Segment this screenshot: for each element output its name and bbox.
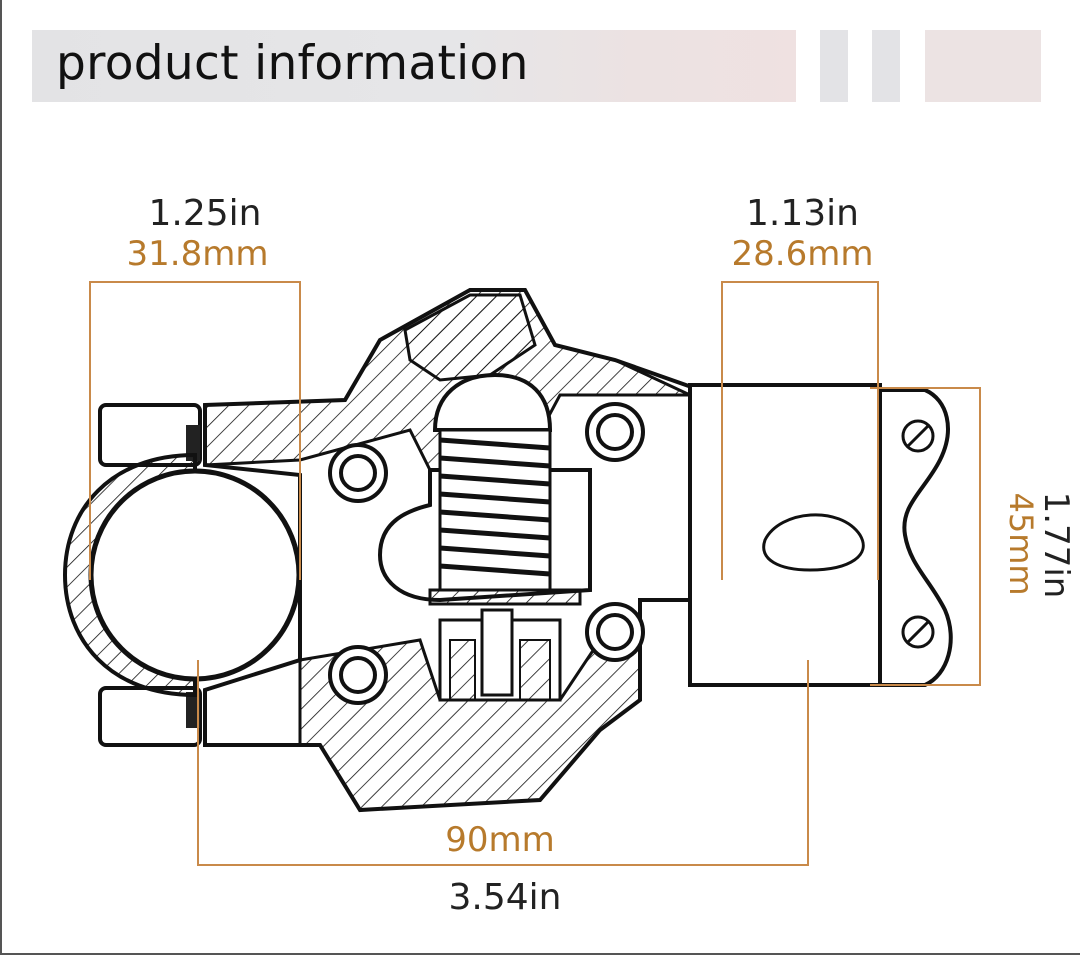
faceplate [98, 403, 202, 747]
page-title: product information [56, 36, 529, 91]
steerer-diameter-inches: 1.13in [746, 193, 859, 234]
clamp-diameter-inches: 1.25in [148, 193, 262, 234]
bolt-heads [328, 402, 645, 705]
clamp-diameter-mm: 31.8mm [126, 234, 269, 274]
header-decoration-block [872, 30, 900, 102]
length-mm: 90mm [445, 820, 555, 860]
header-decoration-block [820, 30, 848, 102]
header-decoration-block [925, 30, 1041, 102]
steerer-diameter-mm: 28.6mm [731, 234, 874, 274]
spring [428, 372, 582, 606]
side-cap-plate [878, 388, 953, 687]
handlebar-bore [88, 468, 302, 682]
stack-height-mm: 45mm [1002, 492, 1040, 596]
stack-height-inches: 1.77in [1036, 491, 1076, 599]
dimension-lines [89, 281, 981, 866]
header-bar [32, 30, 796, 102]
top-adjuster [403, 293, 537, 382]
steerer-slot [762, 513, 865, 572]
length-inches: 3.54in [448, 877, 562, 918]
lower-bolt [438, 608, 562, 702]
